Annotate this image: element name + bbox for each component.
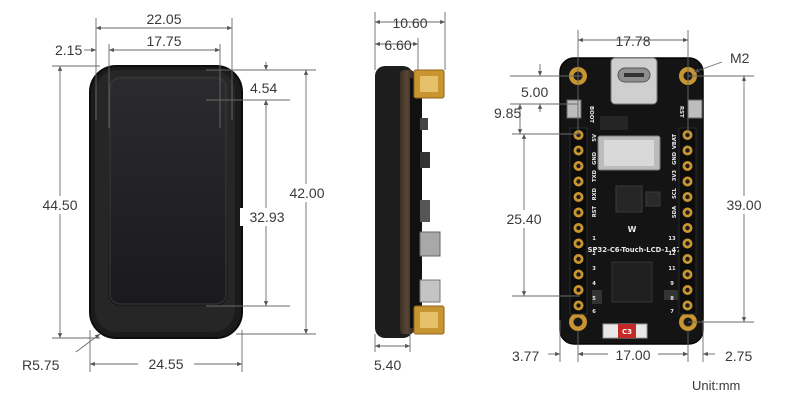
header-pin-hole — [685, 303, 690, 308]
right-header-numbers: 13 12 11 9 8 7 — [668, 236, 676, 315]
lh-label-1: GND — [592, 151, 598, 165]
left-pin-header — [569, 127, 588, 315]
lh-num-0: 1 — [592, 236, 596, 242]
lh-num-1: 2 — [592, 251, 596, 257]
dim-header-offset: 9.85 — [494, 105, 521, 121]
rh-label-1: GND — [672, 151, 678, 165]
header-pin-hole — [685, 210, 690, 215]
rh-label-4: SDA — [672, 206, 678, 218]
unit-label: Unit:mm — [692, 378, 740, 393]
lh-label-3: RXD — [592, 187, 598, 200]
right-pin-header — [678, 127, 697, 315]
reset-button — [687, 99, 703, 119]
dim-side-total-thickness: 10.60 — [392, 15, 427, 31]
header-pin-hole — [576, 303, 581, 308]
boot-label: BOOT — [588, 106, 594, 123]
header-pin-hole — [576, 148, 581, 153]
right-header-labels: VBAT GND 3V3 SCL SDA — [672, 134, 678, 219]
header-pin-hole — [685, 194, 690, 200]
header-pin-hole — [576, 256, 581, 262]
header-pin-hole — [685, 287, 690, 293]
mount-hole-label: M2 — [730, 50, 750, 66]
lh-label-4: RST — [592, 206, 598, 218]
dim-front-bottom-width: 24.55 — [148, 356, 183, 372]
c3-label: C3 — [622, 328, 632, 336]
header-pin-hole — [685, 272, 690, 277]
lh-num-3: 4 — [592, 281, 596, 287]
dim-front-display-height: 32.93 — [249, 209, 284, 225]
lh-num-2: 3 — [592, 266, 596, 272]
boot-button — [566, 99, 582, 119]
mount-hole-bl — [569, 313, 587, 331]
lh-num-4: 5 — [592, 296, 596, 302]
dim-left-edge: 3.77 — [512, 348, 539, 364]
main-chip — [611, 261, 653, 303]
dim-hole-spacing: 17.00 — [615, 347, 650, 363]
rh-num-3: 9 — [670, 281, 674, 287]
header-pin-hole — [576, 163, 581, 169]
board-name: ESP32-C6-Touch-LCD-1.47 — [583, 246, 681, 254]
dim-right-edge: 2.75 — [725, 348, 752, 364]
lh-num-5: 6 — [592, 309, 596, 315]
dim-front-left-margin: 2.15 — [55, 42, 82, 58]
side-view: 10.60 6.60 5.40 — [374, 12, 446, 373]
rh-label-0: VBAT — [672, 134, 678, 150]
header-pin-hole — [685, 163, 690, 169]
header-pin-hole — [576, 179, 581, 184]
dim-hole-offset: 5.00 — [521, 84, 548, 100]
header-pin-hole — [576, 194, 581, 200]
left-header-numbers: 1 2 3 4 5 6 — [592, 236, 596, 315]
header-pin-hole — [576, 210, 581, 215]
lh-label-2: TXD — [592, 169, 598, 182]
dim-board-height: 39.00 — [726, 197, 761, 213]
rh-num-1: 12 — [668, 251, 676, 257]
lh-label-0: 5V — [592, 134, 598, 142]
dim-corner-radius: R5.75 — [22, 357, 60, 373]
rh-num-2: 11 — [668, 266, 676, 272]
front-view: 22.05 17.75 2.15 4.54 32.93 42.00 44.50 — [22, 11, 332, 373]
dim-front-height-outer: 44.50 — [42, 197, 77, 213]
rh-num-5: 7 — [670, 309, 674, 315]
rh-label-3: SCL — [672, 187, 678, 199]
header-pin-hole — [576, 287, 581, 293]
dim-side-body-thickness: 6.60 — [384, 37, 411, 53]
board-view: BOOT RST W ESP32-C6-Touch-LCD-1.47 C3 5V… — [494, 30, 770, 364]
logo-mark: W — [628, 225, 637, 234]
header-pin-hole — [685, 179, 690, 184]
header-pin-hole — [576, 132, 581, 138]
header-pin-hole — [685, 256, 690, 262]
header-pin-hole — [576, 272, 581, 277]
header-pin-hole — [685, 132, 690, 138]
header-pin-hole — [685, 241, 690, 246]
lcd-screen — [108, 76, 228, 306]
rh-num-0: 13 — [668, 236, 676, 242]
rh-label-2: 3V3 — [672, 170, 678, 182]
dim-front-inner-width: 17.75 — [146, 33, 181, 49]
header-pin-hole — [576, 241, 581, 246]
dim-front-height-right: 42.00 — [289, 185, 324, 201]
header-pin-hole — [685, 225, 690, 231]
dim-front-width: 22.05 — [146, 11, 181, 27]
dim-pin-span: 25.40 — [506, 211, 541, 227]
rh-num-4: 8 — [670, 296, 674, 302]
header-pin-hole — [576, 225, 581, 231]
header-pin-hole — [685, 148, 690, 153]
dim-header-span: 17.78 — [615, 33, 650, 49]
dim-side-bottom-thickness: 5.40 — [374, 357, 401, 373]
dim-front-top-margin: 4.54 — [250, 80, 277, 96]
left-header-labels: 5V GND TXD RXD RST — [592, 134, 598, 217]
rst-label: RST — [678, 106, 684, 118]
